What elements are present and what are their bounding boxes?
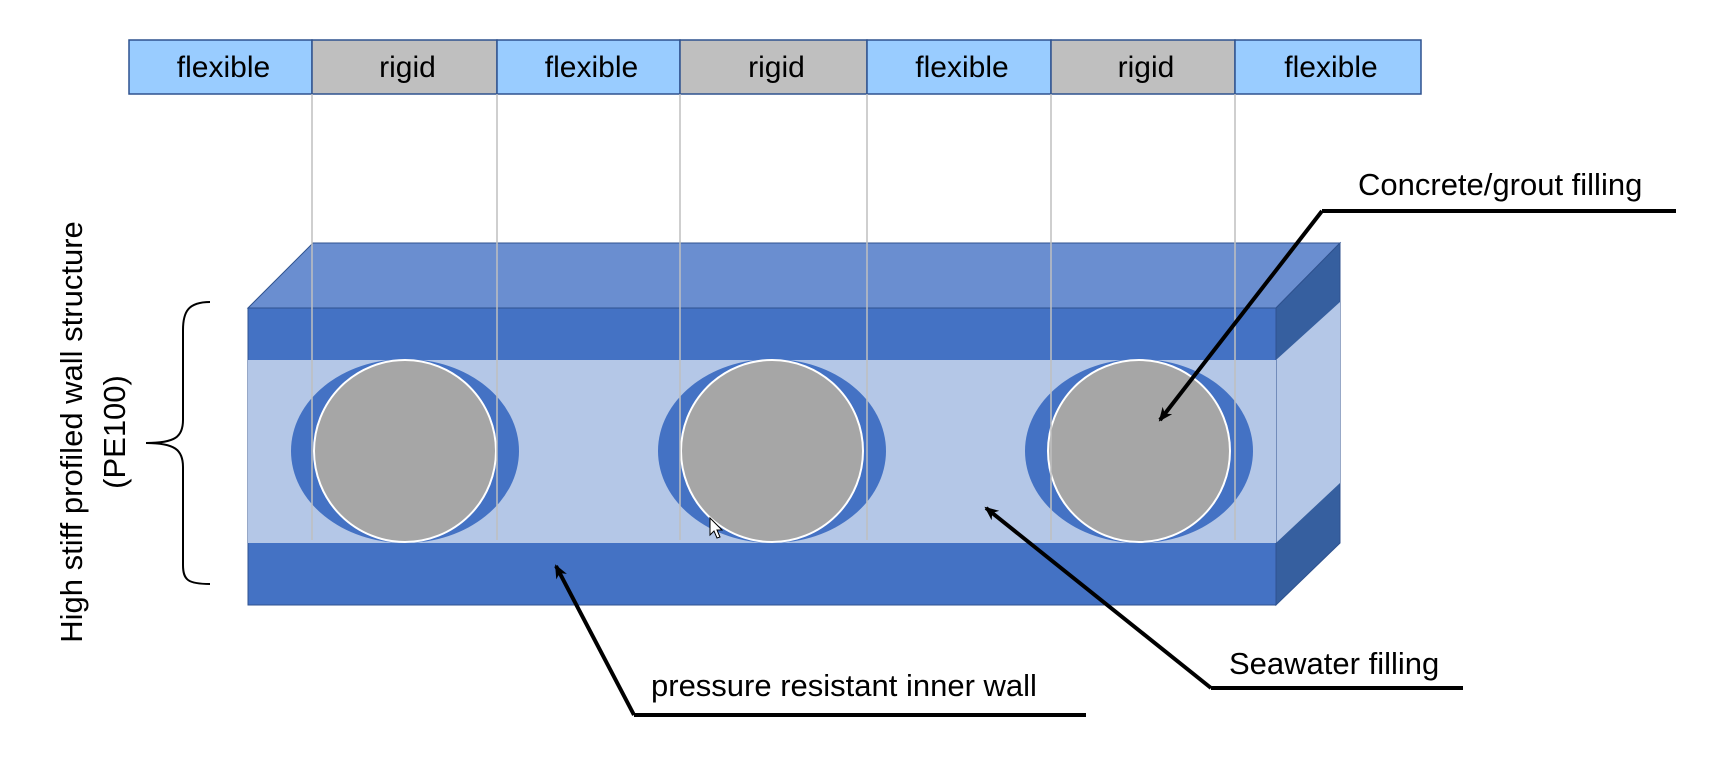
segment-flexible: flexible — [866, 39, 1052, 95]
segment-label: rigid — [1118, 51, 1175, 84]
concrete-label: Concrete/grout filling — [1358, 167, 1642, 202]
segment-label: rigid — [379, 51, 436, 84]
side-label-line2: (PE100) — [97, 375, 132, 489]
segment-box — [496, 39, 681, 95]
segment-label: rigid — [748, 51, 805, 84]
wall-right-chamber — [1276, 302, 1340, 543]
callout-seawater: Seawater filling — [984, 506, 1463, 690]
segment-label: flexible — [1284, 51, 1377, 84]
segment-label: flexible — [915, 51, 1008, 84]
chamber-notch — [686, 360, 702, 370]
concrete-filling — [1047, 359, 1231, 543]
segment-box — [866, 39, 1052, 95]
chamber-notch — [475, 533, 491, 543]
chamber-notch — [686, 533, 702, 543]
chamber-notch — [1209, 360, 1225, 370]
segment-label: flexible — [545, 51, 638, 84]
concrete-filling — [680, 359, 864, 543]
chamber-notch — [475, 360, 491, 370]
segment-flexible: flexible — [1234, 39, 1422, 95]
chamber-notch — [1209, 533, 1225, 543]
concrete-arrow — [1158, 209, 1324, 422]
side-label: High stiff profiled wall structure — [54, 221, 89, 643]
segment-guide-lines — [311, 94, 1236, 540]
wall-block — [246, 241, 1342, 607]
segment-box — [1050, 39, 1236, 95]
segment-flexible: flexible — [128, 39, 313, 95]
segment-box — [1234, 39, 1422, 95]
chambers — [248, 359, 1276, 543]
chamber-notch — [319, 533, 335, 543]
callout-inner-wall: pressure resistant inner wall — [554, 564, 1086, 717]
segment-flexible: flexible — [496, 39, 681, 95]
callout-concrete: Concrete/grout filling — [1158, 167, 1676, 422]
segment-box — [311, 39, 498, 95]
chamber-notch — [1053, 360, 1069, 370]
segment-box — [128, 39, 313, 95]
concrete-filling — [313, 359, 497, 543]
seawater-arrow — [984, 506, 1213, 690]
segment-label: flexible — [177, 51, 270, 84]
side-label-group-2: (PE100) — [97, 375, 132, 489]
segment-rigid: rigid — [311, 39, 498, 95]
inner-wall-arrow — [554, 564, 636, 716]
segment-rigid: rigid — [679, 39, 868, 95]
wall-top-face — [246, 242, 1342, 309]
side-label-line1: High stiff profiled wall structure — [54, 221, 89, 643]
chamber-notch — [842, 360, 858, 370]
seawater-label: Seawater filling — [1229, 646, 1439, 681]
chamber-notch — [1053, 533, 1069, 543]
structure-brace — [145, 301, 211, 585]
chamber-notch — [319, 360, 335, 370]
segment-bar: flexible rigid flexible rigid flexible rigid f… — [128, 39, 1422, 95]
inner-wall-label: pressure resistant inner wall — [651, 668, 1037, 703]
chamber-notch — [842, 533, 858, 543]
segment-rigid: rigid — [1050, 39, 1236, 95]
mouse-cursor-icon — [709, 516, 724, 539]
